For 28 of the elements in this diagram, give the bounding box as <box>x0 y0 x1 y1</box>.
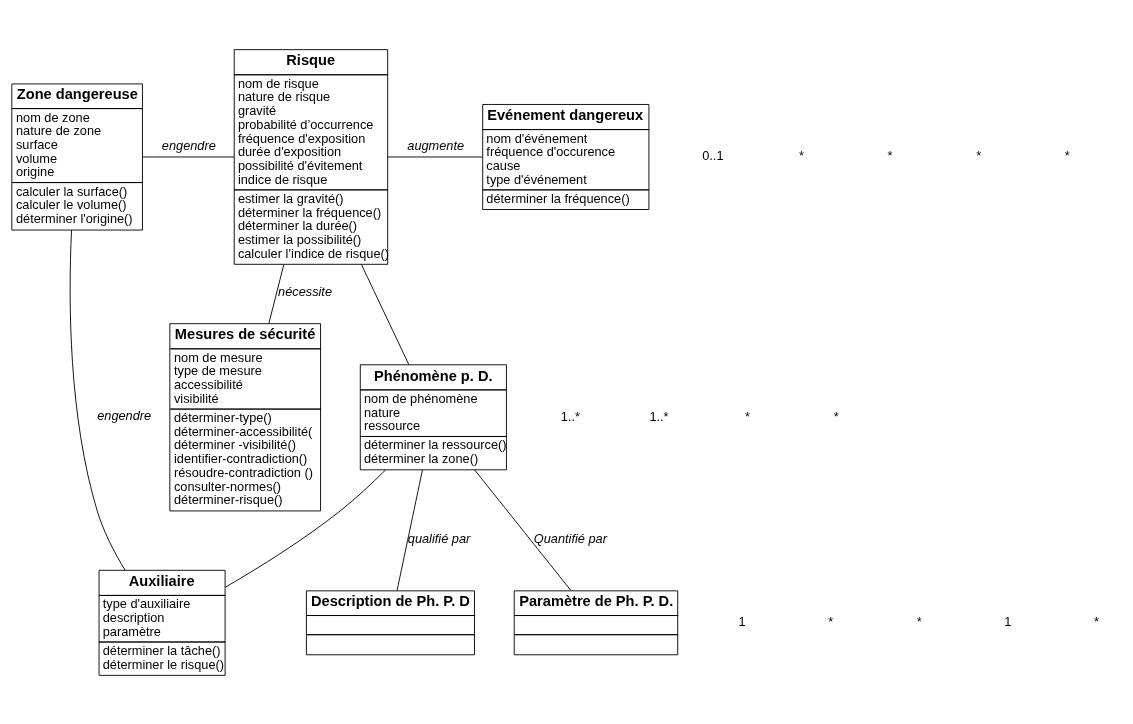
edge-label: engendre <box>97 407 152 423</box>
connector <box>387 156 483 157</box>
label: 1..* <box>560 408 580 424</box>
connector <box>396 468 423 591</box>
label: * <box>833 408 839 424</box>
edge-label: engendre <box>161 137 216 153</box>
label: * <box>976 147 982 163</box>
label: * <box>1064 147 1070 163</box>
connector <box>361 263 410 365</box>
label: 1 <box>738 613 746 629</box>
label: * <box>916 613 922 629</box>
label: * <box>1094 613 1099 629</box>
connector <box>474 468 572 591</box>
label: * <box>887 147 893 163</box>
connector <box>69 229 126 571</box>
connector <box>268 263 285 324</box>
label: * <box>798 147 804 163</box>
connector <box>142 156 235 157</box>
label: * <box>828 613 834 629</box>
label: 0..1 <box>702 147 724 163</box>
connector <box>224 469 386 588</box>
label: * <box>745 408 751 424</box>
edge-label: Quantifié par <box>533 530 607 546</box>
edge-label: nécessite <box>278 283 333 299</box>
edge-label: augmente <box>407 137 465 153</box>
label: 1 <box>1004 613 1012 629</box>
edge-label: qualifié par <box>407 530 471 546</box>
label: 1..* <box>649 408 669 424</box>
